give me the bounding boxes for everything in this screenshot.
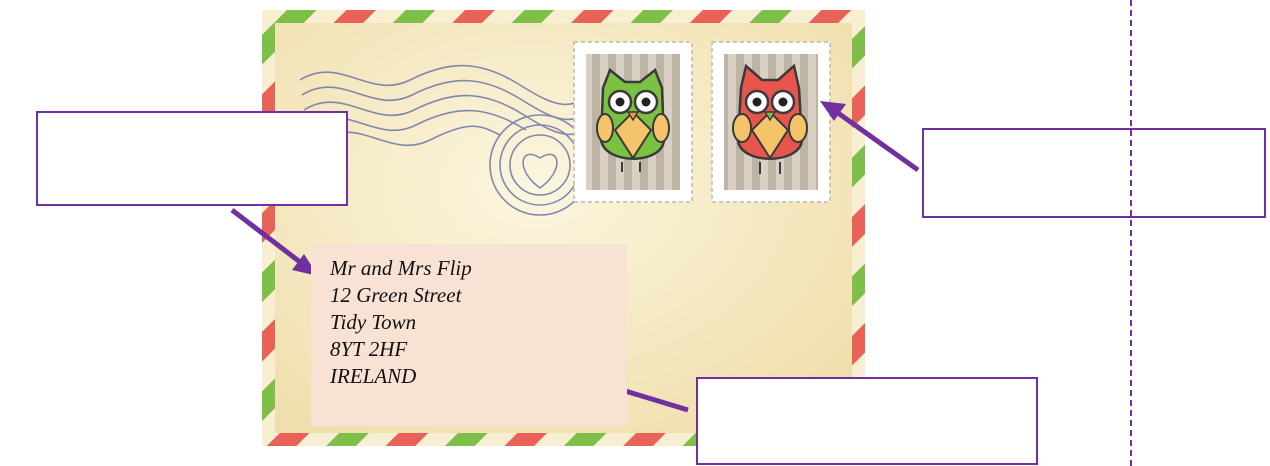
- fold-line: [1130, 0, 1132, 466]
- address-line-country: IRELAND: [330, 363, 472, 390]
- label-box-bottom[interactable]: [696, 377, 1038, 465]
- label-box-stamp[interactable]: [922, 128, 1266, 218]
- address-line-postcode: 8YT 2HF: [330, 336, 472, 363]
- address-line-name: Mr and Mrs Flip: [330, 255, 472, 282]
- address-line-street: 12 Green Street: [330, 282, 472, 309]
- address-lines: Mr and Mrs Flip 12 Green Street Tidy Tow…: [330, 255, 472, 390]
- stamp-red-owl: [712, 42, 830, 202]
- address-line-town: Tidy Town: [330, 309, 472, 336]
- label-box-address[interactable]: [36, 111, 348, 206]
- stamp-green-owl: [574, 42, 692, 202]
